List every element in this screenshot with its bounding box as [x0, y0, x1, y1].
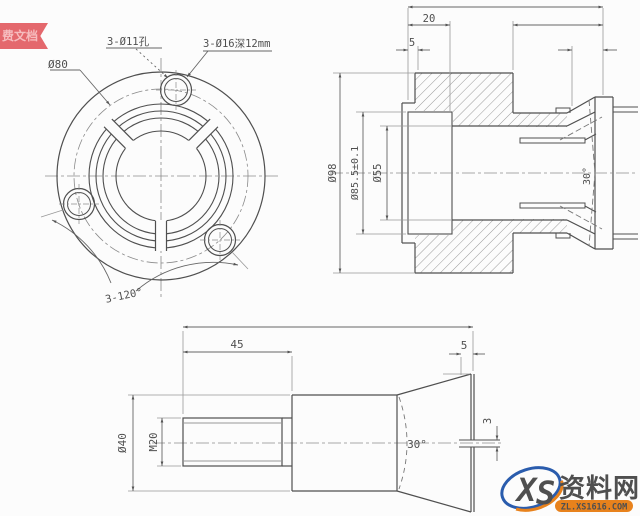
dim-hole-spacing: 3-120°: [104, 286, 144, 306]
bolt-holes: [59, 70, 240, 260]
collet-fingers: [519, 133, 597, 213]
section-dimensions: [333, 5, 617, 274]
logo-s: S: [536, 474, 555, 512]
site-name: 资料网: [559, 474, 640, 504]
dim-bolt-circle: Ø80: [48, 58, 68, 71]
front-view: Ø80 3-Ø11孔 3-Ø16深12mm 3-120°: [40, 35, 278, 306]
side-view: 45 5 Ø40 M20 30° 3: [116, 325, 503, 513]
front-centerlines: [45, 58, 278, 298]
ribbon-label: 费文档: [2, 29, 39, 43]
dim-bore-dia: Ø55: [372, 164, 384, 183]
front-dimensions: [40, 47, 272, 292]
side-dimensions: [128, 325, 499, 492]
collet-slots: [103, 118, 219, 251]
dim-tip-land: 5: [461, 339, 468, 352]
dim-slot-width: 3: [482, 418, 494, 424]
dim-lip-depth: 5: [409, 37, 415, 49]
site-watermark: X S 资料网 ZL.XS1616.COM: [495, 448, 640, 516]
dim-side-taper: 30°: [407, 438, 427, 451]
dim-shaft-dia: Ø40: [116, 433, 129, 453]
dim-recess-depth: 20: [423, 13, 436, 25]
site-url: ZL.XS1616.COM: [561, 503, 628, 513]
url-banner: [555, 500, 633, 512]
dim-thread: M20: [148, 433, 160, 452]
dim-recess-dia: Ø85.5±0.1: [349, 146, 361, 200]
dim-section-taper: 30°: [582, 167, 593, 185]
dim-counterbore: 3-Ø16深12mm: [203, 38, 270, 50]
free-document-ribbon: 费文档: [0, 23, 48, 49]
logo-x: X: [514, 471, 538, 509]
section-view: 20 5 Ø98 Ø85.5±0.1 Ø55 30°: [327, 5, 638, 274]
dim-holes: 3-Ø11孔: [107, 35, 150, 48]
logo-ellipse: [500, 466, 562, 510]
site-logo: X S 资料网 ZL.XS1616.COM: [500, 466, 640, 513]
dim-outer-dia: Ø98: [327, 164, 339, 183]
dim-thread-length: 45: [230, 338, 243, 351]
